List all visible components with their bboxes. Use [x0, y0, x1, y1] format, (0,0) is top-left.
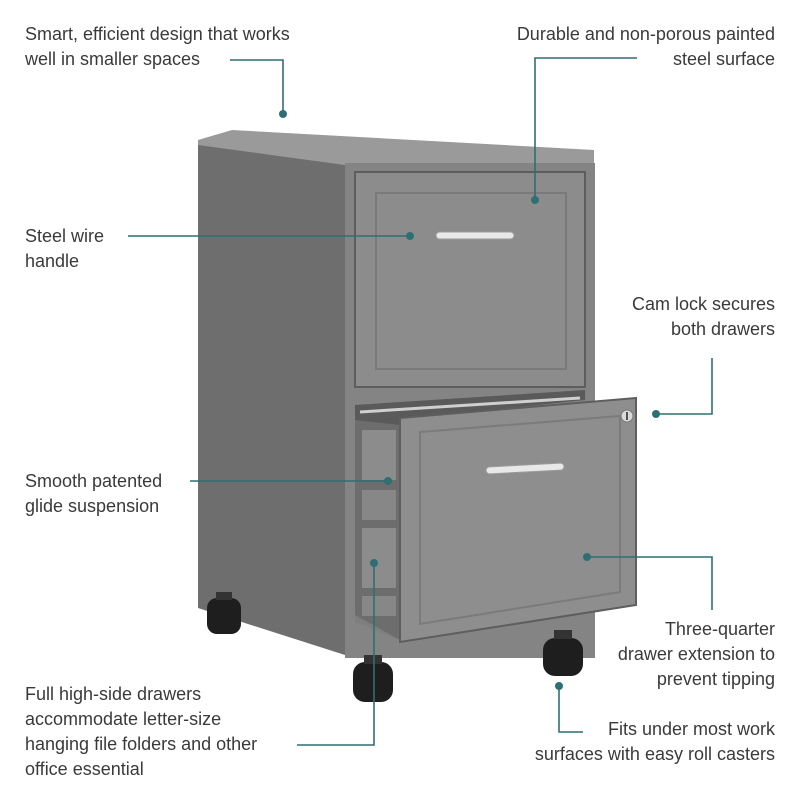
- callout-glide-suspension: Smooth patented glide suspension: [25, 471, 163, 516]
- callout-roll-casters: Fits under most work surfaces with easy …: [534, 719, 775, 764]
- lower-drawer: [399, 396, 637, 644]
- cabinet-side: [198, 145, 345, 655]
- callout-drawer-extension: Three-quarter drawer extension to preven…: [617, 619, 775, 689]
- leader-roll-casters: [558, 688, 583, 733]
- lower-drawer-panel: [419, 414, 621, 626]
- leader-painted-surface: [534, 57, 637, 198]
- leader-lines: [128, 57, 713, 746]
- caster-wheel-icon: [353, 655, 393, 702]
- upper-drawer-panel: [375, 192, 567, 370]
- cam-lock-icon: [620, 409, 634, 423]
- upper-drawer: [354, 171, 586, 388]
- glide-rail: [355, 420, 400, 640]
- leader-high-side-drawers: [297, 563, 375, 746]
- callout-painted-surface: Durable and non-porous painted steel sur…: [516, 24, 775, 69]
- wire-handle-icon: [485, 462, 565, 475]
- caster-wheel-icon: [207, 592, 241, 634]
- callout-wire-handle: Steel wire handle: [25, 226, 105, 271]
- leader-dots: [279, 110, 660, 690]
- callout-smart-design: Smart, efficient design that works well …: [25, 24, 290, 69]
- caster-wheel-icon: [543, 630, 583, 676]
- leader-cam-lock: [657, 358, 713, 415]
- callout-cam-lock: Cam lock secures both drawers: [631, 294, 775, 339]
- leader-drawer-extension: [587, 556, 713, 610]
- leader-smart-design: [230, 59, 284, 112]
- file-cabinet: [198, 130, 637, 702]
- cabinet-top: [198, 130, 594, 165]
- callout-high-side-drawers: Full high-side drawers accommodate lette…: [25, 684, 258, 779]
- wire-handle-icon: [435, 231, 515, 240]
